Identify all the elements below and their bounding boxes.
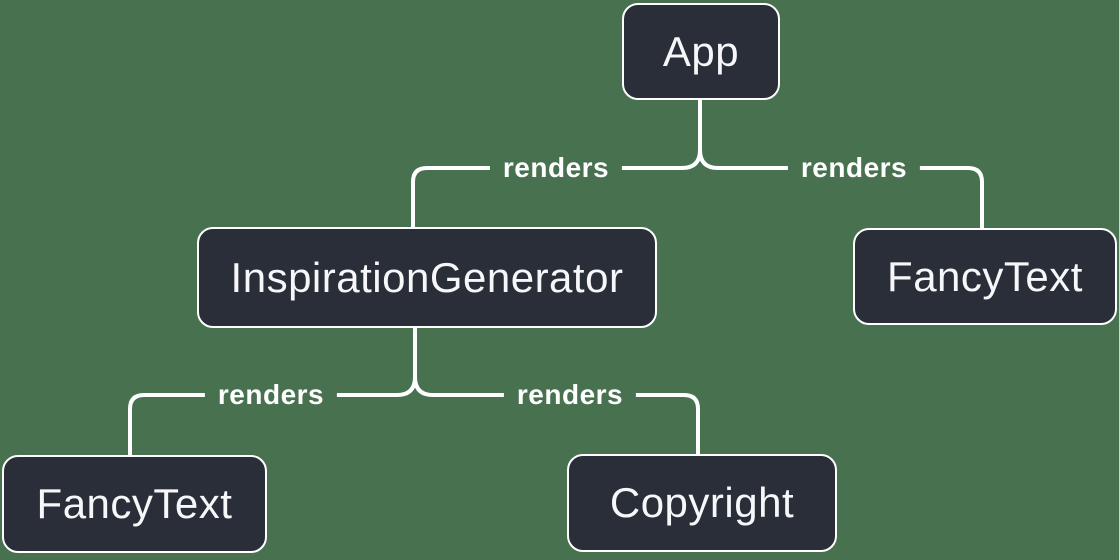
edge-label-renders-inspirationgenerator-fancytext: renders (204, 379, 338, 411)
tree-node-inspiration-generator: InspirationGenerator (197, 227, 657, 328)
edge-label-renders-app-fancytext: renders (787, 152, 921, 184)
tree-node-copyright-label: Copyright (609, 479, 795, 526)
tree-node-fancy-text-top: FancyText (853, 228, 1117, 325)
edge-label-renders-app-inspirationgenerator: renders (489, 152, 623, 184)
tree-node-fancy-text-top-label: FancyText (887, 252, 1083, 300)
tree-node-app-label: App (662, 27, 740, 75)
tree-node-app: App (622, 3, 780, 100)
tree-node-fancy-text-bottom: FancyText (2, 455, 267, 553)
tree-node-fancy-text-bottom-label: FancyText (36, 480, 233, 527)
edge-label-renders-inspirationgenerator-copyright: renders (503, 379, 637, 411)
tree-node-inspiration-generator-label: InspirationGenerator (230, 253, 624, 301)
tree-node-copyright: Copyright (567, 454, 837, 552)
